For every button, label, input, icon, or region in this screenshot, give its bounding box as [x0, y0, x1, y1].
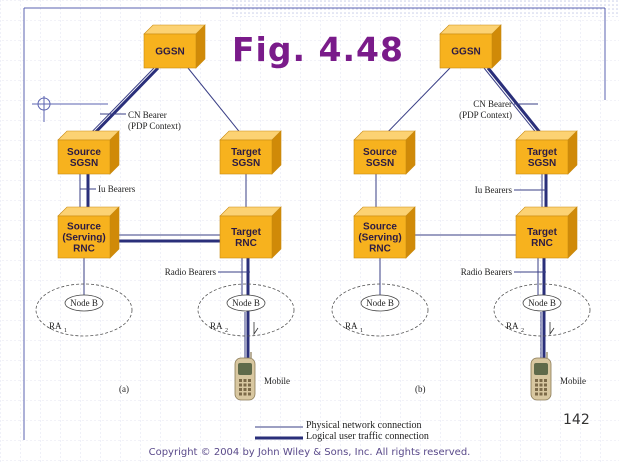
source-sgsn-node-label: SGSN [366, 158, 394, 169]
cn-bearer-label: CN Bearer [473, 99, 512, 109]
ggsn-node-label: GGSN [155, 47, 184, 58]
source-rnc-node[interactable]: Source(Serving)RNC [353, 206, 416, 259]
ra-right-subscript: 2 [521, 328, 524, 334]
mobile-label: Mobile [560, 376, 586, 386]
routing-area-2 [197, 283, 295, 337]
panel-caption: (a) [119, 384, 129, 394]
node-b-right-label: Node B [232, 298, 260, 308]
source-rnc-node-label: Source [67, 222, 101, 233]
routing-area-1 [331, 283, 429, 337]
panel-caption: (b) [415, 384, 426, 394]
ra-right-subscript: 2 [225, 328, 228, 334]
target-rnc-node-label: RNC [235, 238, 257, 249]
node-b-left[interactable] [360, 294, 400, 312]
ra-right-label: RA [506, 321, 519, 331]
mobile-phone-icon[interactable] [530, 352, 552, 401]
radio-bearers-label: Radio Bearers [165, 267, 217, 277]
target-sgsn-node-label: SGSN [232, 158, 260, 169]
page-number: 142 [563, 412, 590, 428]
ggsn-target-sgsn-link [483, 67, 543, 141]
node-b-right[interactable] [226, 294, 266, 312]
node-b-left-label: Node B [70, 298, 98, 308]
node-b-right-label: Node B [528, 298, 556, 308]
target-sgsn-node-label: Target [231, 147, 261, 158]
ggsn-node[interactable]: GGSN [439, 24, 502, 69]
ggsn-target-sgsn-link [187, 67, 247, 141]
iu-bearers-label: Iu Bearers [98, 184, 136, 194]
source-rnc-node-label: (Serving) [358, 233, 401, 244]
source-sgsn-node-label: Source [363, 147, 397, 158]
ggsn-source-sgsn-link [379, 67, 451, 141]
target-sgsn-node-label: Target [527, 147, 557, 158]
source-rnc-node-label: RNC [73, 244, 95, 255]
routing-area-1 [35, 283, 133, 337]
source-rnc-node-label: (Serving) [62, 233, 105, 244]
ra-right-label: RA [210, 321, 223, 331]
ggsn-node-label: GGSN [451, 47, 480, 58]
mobile-phone-icon[interactable] [234, 352, 256, 401]
antenna-icon [253, 322, 259, 336]
source-rnc-node-label: RNC [369, 244, 391, 255]
legend-logical-label: Logical user traffic connection [306, 431, 429, 442]
pdp-context-label: (PDP Context) [128, 121, 181, 131]
crosshair-mark [32, 96, 108, 122]
cn-bearer-label: CN Bearer [128, 110, 167, 120]
ra-left-label: RA [345, 321, 358, 331]
iu-bearers-label: Iu Bearers [475, 185, 513, 195]
figure-title: Fig. 4.48 [232, 30, 404, 69]
source-rnc-node-label: Source [363, 222, 397, 233]
legend [255, 426, 303, 440]
pdp-context-label: (PDP Context) [459, 110, 512, 120]
source-rnc-node[interactable]: Source(Serving)RNC [57, 206, 120, 259]
mobile-label: Mobile [264, 376, 290, 386]
ggsn-source-sgsn-link [83, 67, 155, 141]
routing-area-2 [493, 283, 591, 337]
cn-bearer-logical [86, 66, 160, 142]
target-rnc-node-label: Target [231, 227, 261, 238]
source-sgsn-node-label: Source [67, 147, 101, 158]
target-rnc-node-label: RNC [531, 238, 553, 249]
antenna-icon [549, 322, 555, 336]
copyright-notice: Copyright © 2004 by John Wiley & Sons, I… [148, 447, 471, 458]
legend-physical-label: Physical network connection [306, 420, 422, 431]
ggsn-node[interactable]: GGSN [143, 24, 206, 69]
ra-left-label: RA [49, 321, 62, 331]
ra-left-subscript: 1 [360, 328, 363, 334]
node-b-right[interactable] [522, 294, 562, 312]
node-b-left-label: Node B [366, 298, 394, 308]
target-sgsn-node-label: SGSN [528, 158, 556, 169]
radio-bearers-label: Radio Bearers [461, 267, 513, 277]
target-rnc-node-label: Target [527, 227, 557, 238]
node-b-left[interactable] [64, 294, 104, 312]
source-sgsn-node-label: SGSN [70, 158, 98, 169]
ra-left-subscript: 1 [64, 328, 67, 334]
